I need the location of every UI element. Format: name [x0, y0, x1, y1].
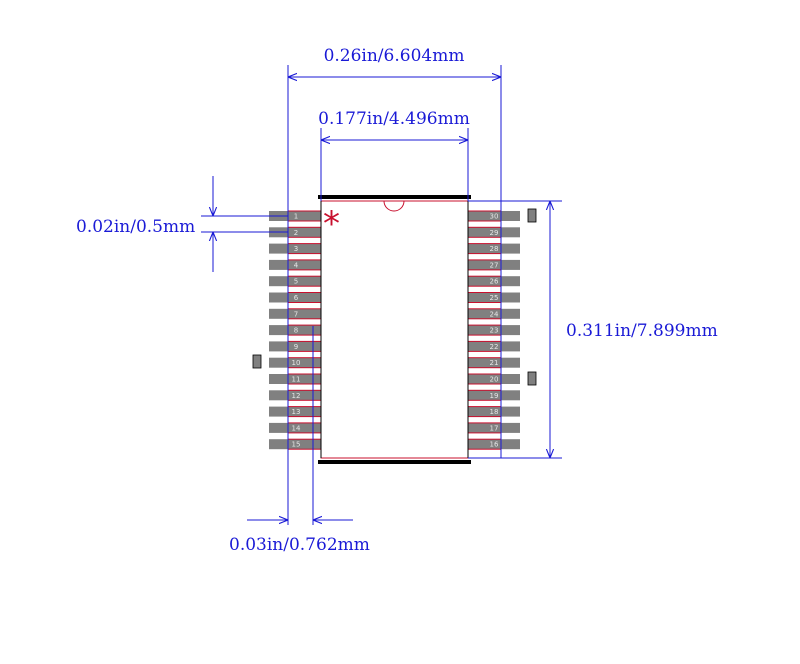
- pad-9-outer: [269, 341, 288, 352]
- pad-22: 22: [467, 340, 520, 352]
- pad-10-outer: [269, 357, 288, 368]
- pad-17: 17: [467, 422, 520, 434]
- fiducial-right-top: [527, 208, 537, 223]
- pad-27-outer: [501, 259, 520, 270]
- pad-25: 25: [467, 292, 520, 303]
- pad-11-outer: [269, 374, 288, 384]
- pad-18-outer: [501, 406, 520, 417]
- pin-label-12: 12: [292, 392, 301, 400]
- overall-height-label: 0.311in/7.899mm: [566, 321, 718, 341]
- pad-8-outer: [269, 325, 288, 336]
- pad-22-outer: [501, 341, 520, 352]
- pad-15-outer: [269, 439, 288, 450]
- pin1-notch: [383, 200, 405, 212]
- pin-label-5: 5: [294, 278, 298, 286]
- pin-label-11: 11: [292, 376, 301, 384]
- pad-19-outer: [501, 390, 520, 401]
- fiducial-right-bottom: [527, 371, 537, 386]
- right-pad-row: 30 29 28 27 26 25 24 23 22 21 20 19 18 17 16: [467, 210, 520, 450]
- body-width-label: 0.177in/4.496mm: [318, 109, 470, 129]
- pin-label-29: 29: [490, 229, 499, 237]
- pad-18: 18: [467, 406, 520, 418]
- pin-label-1: 1: [294, 213, 298, 221]
- dimension-overall-width: [287, 65, 502, 525]
- pin-label-27: 27: [490, 261, 499, 269]
- fiducial-left: [252, 354, 262, 369]
- pin-label-10: 10: [292, 359, 301, 367]
- pin-label-14: 14: [292, 424, 301, 432]
- pad-16-outer: [501, 439, 520, 450]
- pad-29: 29: [467, 226, 520, 238]
- pad-6: 6: [269, 292, 322, 303]
- pin-label-19: 19: [490, 392, 499, 400]
- pin-label-17: 17: [490, 424, 499, 432]
- pin-label-24: 24: [490, 310, 499, 318]
- pad-27: 27: [467, 259, 520, 271]
- dimension-pitch: [201, 176, 288, 272]
- silkscreen-top-bar: [318, 195, 471, 199]
- pin-label-30: 30: [490, 213, 499, 221]
- package-body-outline: [320, 200, 469, 459]
- pad-26-outer: [501, 276, 520, 287]
- pin1-marker: *: [323, 204, 340, 244]
- pin-label-4: 4: [294, 261, 299, 269]
- pad-30-outer: [501, 211, 520, 221]
- pad-29-outer: [501, 227, 520, 238]
- pad-4-outer: [269, 259, 288, 270]
- pad-5-outer: [269, 276, 288, 287]
- pad-19: 19: [467, 389, 520, 401]
- pin-label-2: 2: [294, 229, 298, 237]
- pad-20-outer: [501, 374, 520, 384]
- pad-7-outer: [269, 308, 288, 319]
- pin-label-26: 26: [490, 278, 499, 286]
- pad-28-outer: [501, 243, 520, 254]
- pad-7: 7: [269, 308, 322, 320]
- pad-width-label: 0.03in/0.762mm: [229, 535, 370, 555]
- pad-30: 30: [467, 210, 520, 222]
- pin-label-13: 13: [292, 408, 301, 416]
- pin-label-28: 28: [490, 245, 499, 253]
- pin-label-6: 6: [294, 294, 299, 302]
- pad-3-outer: [269, 243, 288, 254]
- pad-21: 21: [467, 357, 520, 369]
- pin-label-9: 9: [294, 343, 298, 351]
- pad-23-outer: [501, 325, 520, 336]
- pad-4: 4: [269, 259, 322, 271]
- pin-label-3: 3: [294, 245, 298, 253]
- pad-24: 24: [467, 308, 520, 320]
- pin-label-23: 23: [490, 327, 499, 335]
- pin-label-25: 25: [490, 294, 499, 302]
- pad-25-outer: [501, 292, 520, 303]
- pin-label-8: 8: [294, 327, 298, 335]
- pad-6-outer: [269, 292, 288, 303]
- dimension-body-width: [320, 128, 469, 201]
- pad-5: 5: [269, 275, 322, 287]
- overall-width-label: 0.26in/6.604mm: [324, 46, 465, 66]
- pin-label-16: 16: [490, 441, 499, 449]
- pin-label-18: 18: [490, 408, 499, 416]
- dimension-pad-width: [247, 326, 353, 525]
- dimension-overall-height: [468, 200, 562, 459]
- pad-12-outer: [269, 390, 288, 401]
- pin-label-7: 7: [294, 310, 298, 318]
- pad-24-outer: [501, 308, 520, 319]
- pin-label-15: 15: [292, 441, 301, 449]
- pin-label-22: 22: [490, 343, 499, 351]
- pad-20: 20: [467, 373, 520, 385]
- pad-14-outer: [269, 422, 288, 433]
- pad-16: 16: [467, 438, 520, 450]
- pin-label-20: 20: [490, 376, 499, 384]
- pad-13-outer: [269, 406, 288, 417]
- pad-3: 3: [269, 243, 322, 255]
- pad-28: 28: [467, 243, 520, 255]
- pad-17-outer: [501, 422, 520, 433]
- pin-label-21: 21: [490, 359, 499, 367]
- pitch-label: 0.02in/0.5mm: [76, 217, 195, 237]
- pad-23: 23: [467, 324, 520, 336]
- pad-21-outer: [501, 357, 520, 368]
- pad-26: 26: [467, 275, 520, 287]
- silkscreen-bottom-bar: [318, 460, 471, 464]
